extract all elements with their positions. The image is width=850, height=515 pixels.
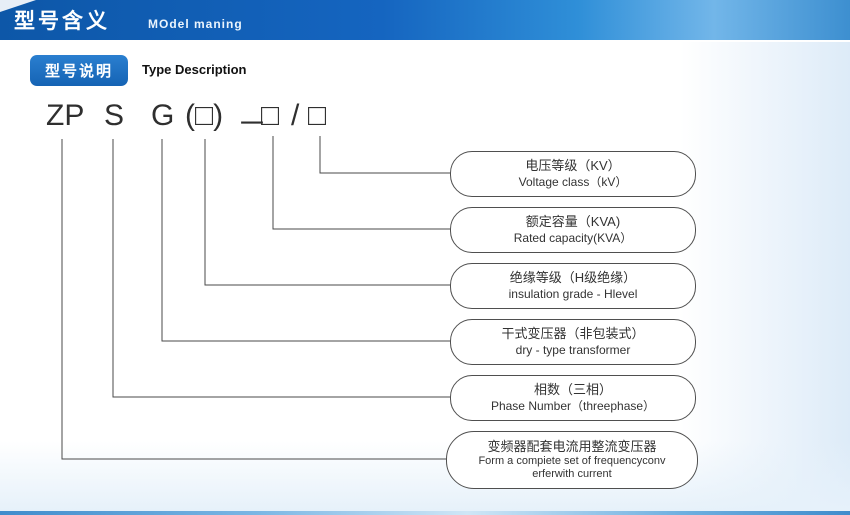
formula-part-dash: － [237,108,267,141]
page-subtitle: MOdel maning [148,17,243,31]
section-badge: 型号说明 [30,55,129,86]
background-tint-right [680,42,850,509]
box-product-description-cn: 变频器配套电流用整流变压器 [487,439,657,455]
box-phase-number-en: Phase Number（threephase） [490,398,656,413]
box-insulation-grade-cn: 绝缘等级（H级绝缘） [509,269,637,285]
box-product-description: 变频器配套电流用整流变压器 Form a compiete set of fre… [446,431,698,489]
box-product-description-en1: Form a compiete set of frequencyconv [478,454,666,467]
box-transformer-type-en: dry - type transformer [515,342,631,357]
page-title: 型号含义 [14,10,110,33]
formula-part-g: G [151,99,175,132]
box-voltage-class-en: Voltage class（kV） [518,174,628,189]
formula-part-slash: / [291,99,300,132]
section-label: Type Description [142,62,247,77]
background-tint-bottom [0,441,850,511]
box-rated-capacity-en: Rated capacity(KVA） [513,230,633,245]
box-phase-number: 相数（三相） Phase Number（threephase） [450,375,696,421]
box-rated-capacity: 额定容量（KVA) Rated capacity(KVA） [450,207,696,253]
footer-bar [0,511,850,515]
box-transformer-type: 干式变压器（非包装式） dry - type transformer [450,319,696,365]
box-product-description-en2: erferwith current [532,467,612,480]
header-corner-decoration [0,0,36,12]
box-voltage-class-cn: 电压等级（KV） [525,157,621,173]
box-voltage-class: 电压等级（KV） Voltage class（kV） [450,151,696,197]
box-rated-capacity-cn: 额定容量（KVA) [525,213,621,229]
formula-part-zp: ZP [46,99,85,132]
formula-part-box3: □ [308,99,327,132]
formula-part-box1: (□) [185,99,224,132]
box-transformer-type-cn: 干式变压器（非包装式） [501,325,645,341]
formula-part-box2: □ [261,99,280,132]
box-phase-number-cn: 相数（三相） [533,381,612,397]
header-bar: 型号含义 MOdel maning [0,0,850,40]
box-insulation-grade: 绝缘等级（H级绝缘） insulation grade - Hlevel [450,263,696,309]
model-code-formula: ZP S G (□) － □ / □ [0,99,450,141]
box-insulation-grade-en: insulation grade - Hlevel [508,286,638,301]
formula-part-s: S [104,99,125,132]
